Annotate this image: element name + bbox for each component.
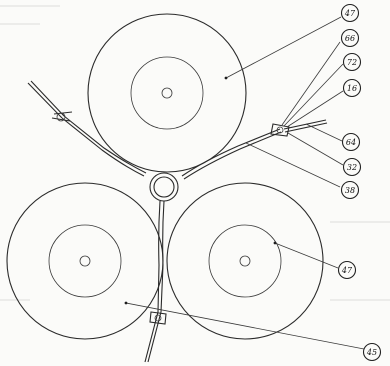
svg-text:45: 45 [366, 348, 377, 357]
svg-text:47: 47 [341, 266, 353, 275]
top-roller-inner [130, 56, 204, 130]
svg-text:72: 72 [347, 58, 357, 67]
right-roller-outer [166, 182, 324, 340]
centre-pipe [149, 172, 179, 202]
top-roller-axle [161, 87, 173, 99]
svg-text:16: 16 [347, 84, 357, 93]
left-roller-inner [48, 224, 122, 298]
reference-dots [124, 76, 277, 305]
left-roller [6, 182, 164, 340]
strand-upper-right [181, 119, 328, 180]
right-roller [166, 182, 324, 340]
svg-text:47: 47 [344, 9, 356, 18]
right-roller-axle [239, 255, 251, 267]
callout-47-right: 47 [337, 260, 357, 280]
callout-72: 72 [342, 52, 362, 72]
background-lines [0, 5, 390, 301]
callout-66: 66 [340, 28, 360, 48]
right-roller-inner [208, 224, 282, 298]
callout-16: 16 [342, 78, 362, 98]
callout-32: 32 [342, 157, 362, 177]
leader-lines [125, 16, 365, 350]
left-roller-outer [6, 182, 164, 340]
callout-45: 45 [362, 342, 382, 362]
svg-text:64: 64 [346, 138, 356, 147]
svg-text:32: 32 [347, 163, 357, 172]
svg-text:38: 38 [345, 186, 355, 195]
strand-upper-left [27, 80, 147, 177]
svg-text:66: 66 [345, 34, 355, 43]
left-roller-axle [79, 255, 91, 267]
strand-lower [144, 200, 167, 363]
top-roller [87, 13, 247, 173]
callout-38: 38 [340, 180, 360, 200]
callout-47-top: 47 [340, 3, 360, 23]
centre-pipe-inner [153, 176, 175, 198]
callout-64: 64 [341, 132, 361, 152]
top-roller-outer [87, 13, 247, 173]
